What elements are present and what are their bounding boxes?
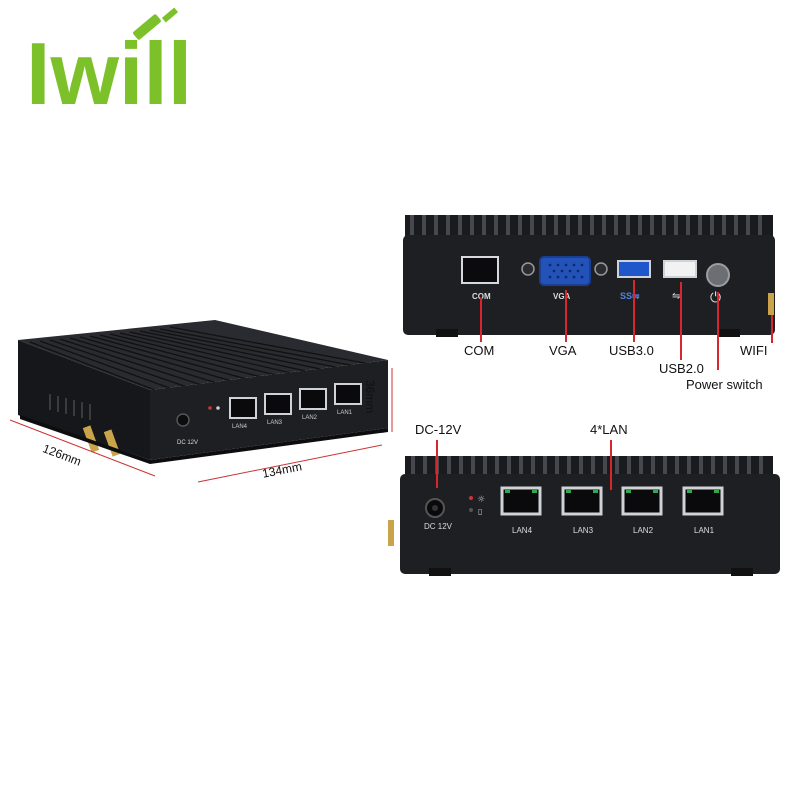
vga-label: VGA [549, 343, 577, 358]
front-lan2-label: LAN2 [633, 526, 654, 535]
lan-count-label: 4*LAN [590, 422, 628, 437]
dc-callout-line [436, 440, 438, 488]
iso-lan4-label: LAN4 [232, 424, 248, 430]
front-panel-view: ☼ ▯ [385, 452, 785, 592]
wifi-callout-line [771, 315, 773, 343]
com-callout-line [480, 298, 482, 342]
front-lan1-label: LAN1 [694, 526, 715, 535]
svg-text:▯: ▯ [478, 507, 482, 516]
height-dimension: 36mm [363, 380, 377, 414]
svg-text:SS⇋: SS⇋ [620, 291, 640, 301]
iso-dc-label: DC 12V [177, 440, 199, 446]
com-port-label: COM [472, 292, 491, 301]
usb3-callout-line [633, 280, 635, 342]
svg-text:☼: ☼ [477, 495, 485, 505]
vga-callout-line [565, 290, 567, 342]
front-lan4-label: LAN4 [512, 526, 533, 535]
usb3-label: USB3.0 [609, 343, 654, 358]
svg-text:⇋: ⇋ [672, 291, 680, 302]
iso-lan2-label: LAN2 [302, 415, 318, 421]
usb2-callout-line [680, 282, 682, 360]
front-lan3-label: LAN3 [573, 526, 594, 535]
device-isometric-view [10, 310, 410, 500]
wifi-label: WIFI [740, 343, 768, 358]
dc-12v-label: DC-12V [415, 422, 462, 437]
iso-lan3-label: LAN3 [267, 420, 283, 426]
vga-port-label: VGA [553, 292, 571, 301]
logo-wordmark: Iwill [26, 24, 192, 118]
power-switch-label: Power switch [686, 377, 763, 392]
iso-lan1-label: LAN1 [337, 410, 353, 416]
back-panel-view: SS⇋ ⇋ ⏻ [400, 205, 780, 345]
usb2-label: USB2.0 [659, 361, 704, 376]
power-callout-line [717, 292, 719, 370]
brand-logo: Iwill [22, 7, 222, 123]
svg-text:⏻: ⏻ [710, 290, 721, 306]
front-dc-label: DC 12V [424, 522, 453, 531]
com-label: COM [464, 343, 495, 358]
lan-callout-line [610, 440, 612, 490]
